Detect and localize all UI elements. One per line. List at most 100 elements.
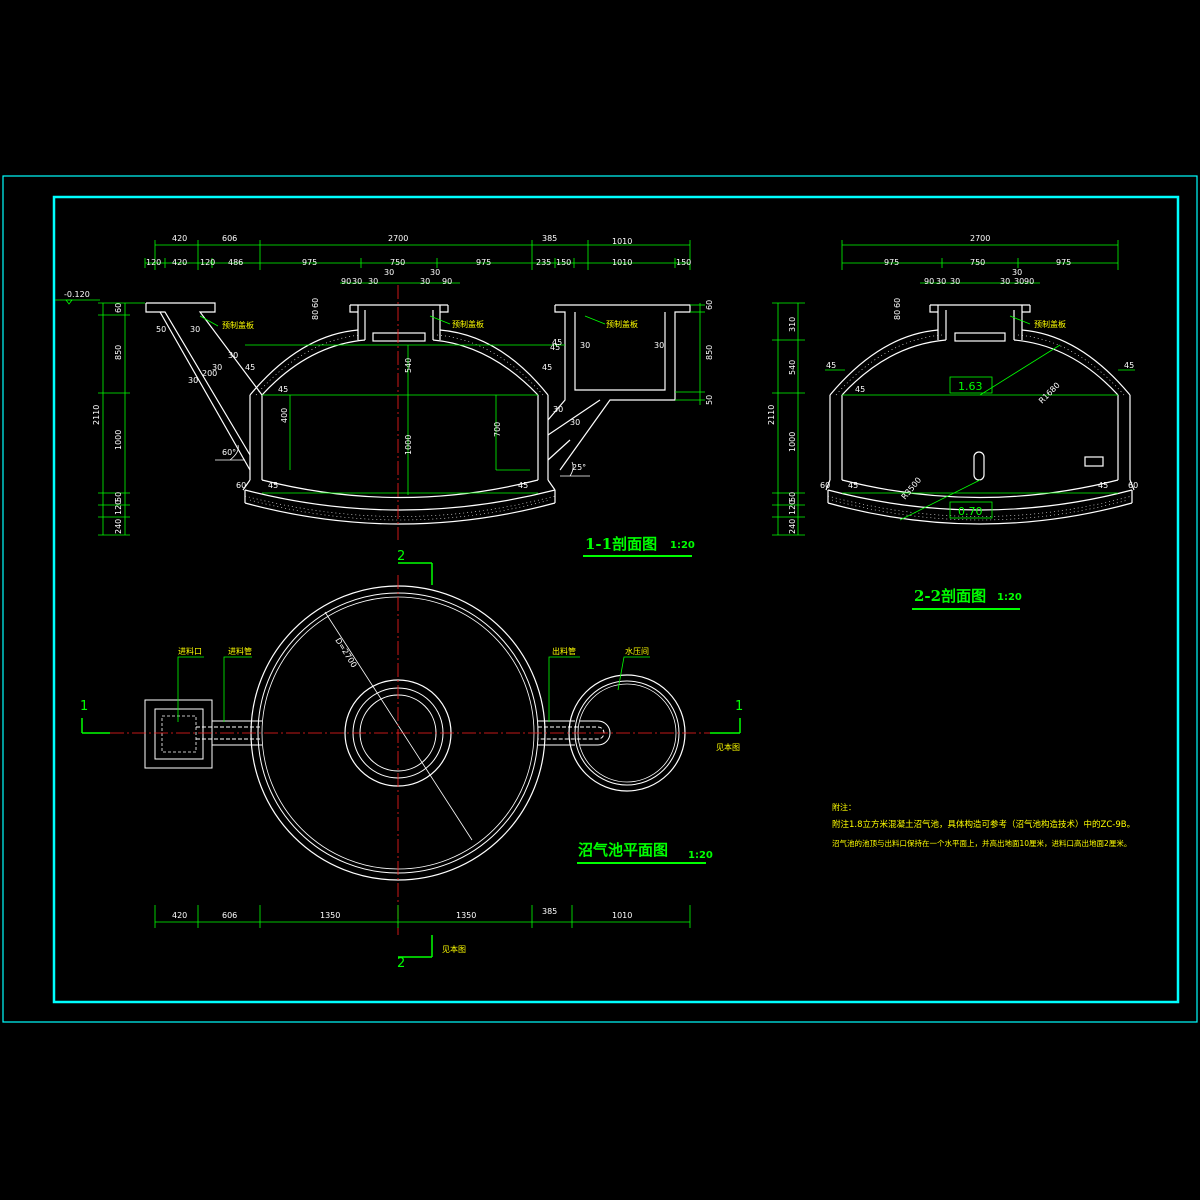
angle-arc-25 [560,461,590,477]
section-mark-2-top-text: 2 [397,549,405,564]
angle-arc-60 [215,444,245,461]
dim-1-1-r2-975b: 975 [476,258,491,267]
dim-1-1-606: 606 [222,234,237,243]
see-this-drawing-bottom: 见本图 [442,944,466,954]
diameter-text: D=2700 [333,636,358,669]
ground-elev-text: -0.120 [64,290,90,299]
dim-1-1-r2-150b: 150 [676,258,691,267]
notes-line-2: 沼气池的池顶与出料口保持在一个水平面上，并高出地面10厘米，进料口高出地面2厘米… [832,838,1131,848]
dim-1-1-r3-30b: 30 [368,277,378,286]
dim-1-1-420: 420 [172,234,187,243]
dim-text-1-1-row3: 30 30 90 30 30 30 90 [341,268,452,286]
dim-1-1-400: 400 [280,408,289,423]
dim-1-1-45c: 45 [278,385,288,394]
dim-1-1-left-2110: 2110 [92,405,101,425]
section-mark-1-right-text: 1 [735,699,743,714]
dim-1-1-700: 700 [493,422,502,437]
dim-1-1-45d: 45 [550,343,560,352]
dim-1-1-80: 80 [311,310,320,320]
elev-box-bottom [949,501,993,519]
title-plan: 沼气池平面图 [578,841,668,859]
inlet-box-outer [144,699,213,769]
dim-1-1-200: 200 [202,369,217,378]
dim-2-2-60b: 60 [1128,481,1138,490]
plan-view: 2 2 见本图 1 1 见本图 D=2700 [80,549,743,971]
radius-top-text: R1680 [1037,381,1062,406]
radius-bottom-text: R3500 [900,476,924,502]
dim-2-2-left-50: 50 [788,492,797,502]
dim-1-1-30d: 30 [212,363,222,372]
plan-dim-420: 420 [172,911,187,920]
dim-1-1-right-50: 50 [705,395,714,405]
dim-1-1-30f: 30 [654,341,664,350]
dim-1-1-30a: 30 [190,325,200,334]
dim-1-1-60b: 60 [236,481,246,490]
dim-2-2-60a: 60 [820,481,830,490]
plan-leaders [177,656,650,722]
scale-1-1: 1:20 [670,540,695,551]
leader-cover-2 [429,315,451,325]
inlet-pipe-label: 进料管 [228,646,252,656]
dim-2-2-30d: 30 [1014,277,1024,286]
inlet-box-mid [154,708,204,760]
dim-2-2-left-540: 540 [788,360,797,375]
scale-plan: 1:20 [688,850,713,861]
plan-dim-1350b: 1350 [456,911,476,920]
dim-2-2-45e: 45 [1098,481,1108,490]
notes-heading: 附注： [832,802,856,812]
dim-1-1-r2-120b: 120 [200,258,215,267]
dim-1-1-45f: 45 [518,481,528,490]
precast-cover-label-1: 预制盖板 [222,320,254,330]
dim-1-1-1000: 1000 [404,435,413,455]
precast-cover-label-3: 预制盖板 [606,319,638,329]
leader-cover-4 [1009,315,1031,325]
dim-1-1-left-1000: 1000 [114,430,123,450]
leader-cover-1 [199,315,219,327]
concrete-hatch-1-1 [244,334,556,521]
dim-2-2-45a: 45 [826,361,836,370]
inlet-box-inner [161,715,197,753]
dim-2-2-left-120: 120 [788,500,797,515]
concrete-hatch-2-2 [827,334,1133,521]
dim-2-2-45b: 45 [1124,361,1134,370]
dim-1-1-r2-235: 235 [536,258,551,267]
dim-1-1-r2-120a: 120 [146,258,161,267]
section-2-2: 2700 975 750 975 30 90 30 30 30 30 90 31… [767,234,1138,610]
diameter-line [324,611,473,841]
angle-25-text: 25° [572,463,586,472]
dim-2-2-left-2110: 2110 [767,405,776,425]
dim-2-2-30top: 30 [1012,268,1022,277]
elev-top-text: 1.63 [958,380,983,393]
notes-block: 附注： 附注1.8立方米混凝土沼气池，具体构造可参考（沼气池构造技术）中的ZC-… [832,802,1135,848]
dim-1-1-r3-30top-a: 30 [384,268,394,277]
dim-1-1-r2-486: 486 [228,258,243,267]
dim-2-2-80: 80 [893,310,902,320]
dim-2-2-750: 750 [970,258,985,267]
section-1-1: 420 606 2700 385 1010 120 420 120 486 97… [55,234,714,557]
dim-2-2-30c: 30 [1000,277,1010,286]
dim-1-1-r2-750: 750 [390,258,405,267]
section-mark-2-bottom-text: 2 [397,956,405,971]
dim-1-1-r2-150a: 150 [556,258,571,267]
dim-2-2-30b: 30 [950,277,960,286]
dim-1-1-left-50: 50 [114,492,123,502]
dim-1-1-50a: 50 [156,325,166,334]
section-mark-2-bottom [398,935,433,958]
dim-1-1-r2-1010: 1010 [612,258,632,267]
dim-text-1-1-row2: 120 420 120 486 975 750 975 235 150 1010… [146,258,691,267]
inlet-pipe-lines [196,720,262,746]
outer-frame [2,175,1198,1023]
plan-dim-385: 385 [542,907,557,916]
notes-line-1: 附注1.8立方米混凝土沼气池，具体构造可参考（沼气池构造技术）中的ZC-9B。 [832,819,1135,830]
plan-dim-lines [154,905,691,928]
precast-cover-label-2: 预制盖板 [452,319,484,329]
dim-lines-2-2 [841,240,1119,284]
precast-cover-label-4: 预制盖板 [1034,319,1066,329]
dim-lines-1-1 [144,240,691,284]
dim-2-2-2700: 2700 [970,234,990,243]
dim-2-2-60: 60 [893,298,902,308]
dim-2-2-90b: 90 [1024,277,1034,286]
dim-2-2-90a: 90 [924,277,934,286]
structure-1-1 [145,302,691,525]
